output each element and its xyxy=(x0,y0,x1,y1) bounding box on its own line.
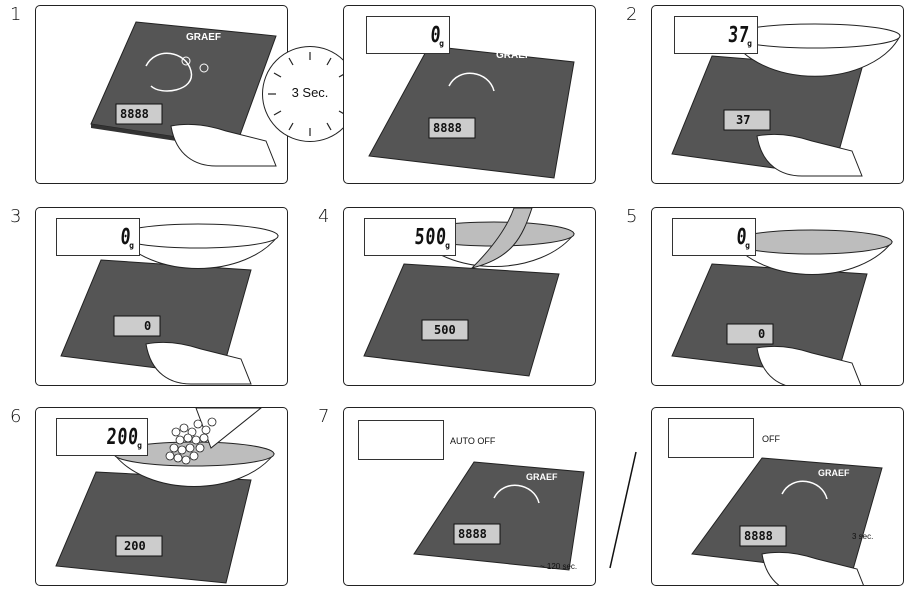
scale-display: 0 xyxy=(758,327,766,341)
scale-display: 37 xyxy=(736,113,751,127)
status-readout xyxy=(358,420,444,460)
status-readout xyxy=(668,418,754,458)
scale-with-granules xyxy=(55,408,276,584)
panel-step-1-zero: 0g GRAEF 8888 xyxy=(343,5,596,184)
scale-illustration xyxy=(90,21,277,167)
time-note: 3 sec. xyxy=(852,532,874,541)
scale-with-liquid xyxy=(671,229,894,385)
step-number-6: 6 xyxy=(10,406,22,427)
panel-step-7-auto-off: AUTO OFF GRAEF 8888 ~ 120 sec. xyxy=(343,407,596,586)
panel-step-3: 0g 0 xyxy=(35,207,288,386)
scale-display: 0 xyxy=(144,319,152,333)
weight-readout: 0g xyxy=(366,16,450,54)
scale-illustration xyxy=(413,461,585,571)
step-number-1: 1 xyxy=(10,4,22,25)
weight-readout: 500g xyxy=(364,218,456,256)
step-number-5: 5 xyxy=(626,206,638,227)
off-label: OFF xyxy=(762,434,780,444)
scale-display: 500 xyxy=(434,323,456,337)
brand-logo: GRAEF xyxy=(818,468,850,478)
scale-display: 8888 xyxy=(120,107,149,121)
step-number-7: 7 xyxy=(318,406,330,427)
timer-circle: 3 Sec. xyxy=(262,46,358,142)
scale-display: 8888 xyxy=(433,121,462,135)
brand-logo: GRAEF xyxy=(186,32,221,43)
panel-step-2: 37g 37 xyxy=(651,5,904,184)
panel-step-5: 0g 0 xyxy=(651,207,904,386)
timer-label: 3 Sec. xyxy=(291,85,329,100)
scale-with-bowl xyxy=(60,223,280,385)
scale-display: 8888 xyxy=(744,529,773,543)
scale-display: 200 xyxy=(124,539,146,553)
step-number-4: 4 xyxy=(318,206,330,227)
auto-off-label: AUTO OFF xyxy=(450,436,496,446)
panel-step-7-off: OFF GRAEF 8888 3 sec. xyxy=(651,407,904,586)
divider-slash xyxy=(609,451,637,569)
step-number-2: 2 xyxy=(626,4,638,25)
weight-readout: 0g xyxy=(56,218,140,256)
weight-readout: 37g xyxy=(674,16,758,54)
panel-step-1-press: GRAEF 8888 xyxy=(35,5,288,184)
weight-readout: 200g xyxy=(56,418,148,456)
scale-display: 8888 xyxy=(458,527,487,541)
panel-step-4: 500g 500 xyxy=(343,207,596,386)
scale-illustration xyxy=(368,45,575,179)
weight-readout: 0g xyxy=(672,218,756,256)
panel-step-6: 200g 200 xyxy=(35,407,288,586)
scale-with-bowl xyxy=(671,23,901,177)
time-note: ~ 120 sec. xyxy=(540,562,578,571)
scale-illustration xyxy=(691,457,883,585)
brand-logo: GRAEF xyxy=(526,472,558,482)
step-number-3: 3 xyxy=(10,206,22,227)
brand-logo: GRAEF xyxy=(496,50,531,61)
